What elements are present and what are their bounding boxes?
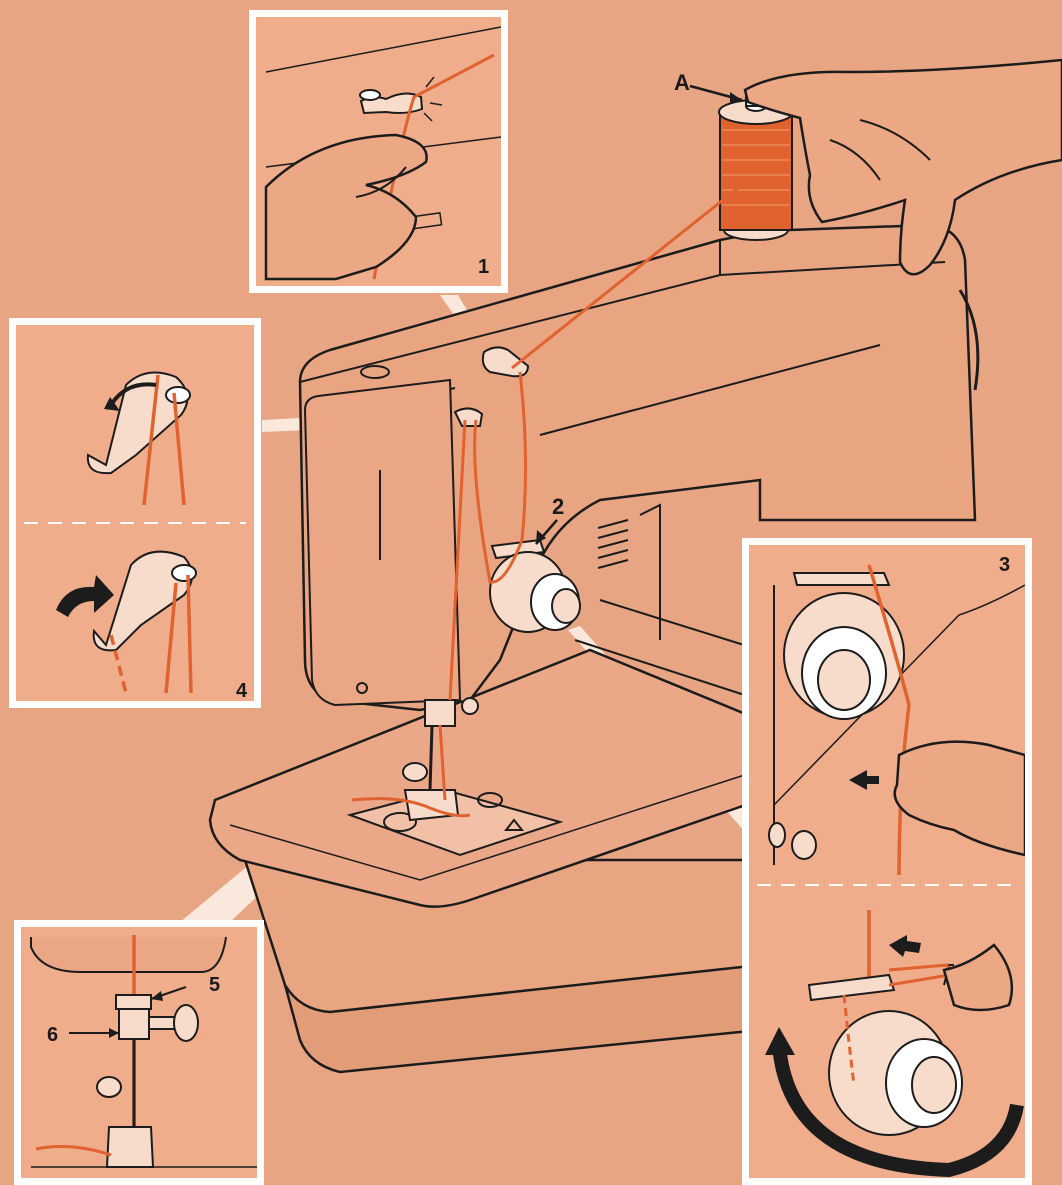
label-step-5: 5 [209, 975, 220, 995]
inset-step-5-6: 5 6 [14, 920, 264, 1185]
label-step-4: 4 [236, 681, 247, 701]
label-step-6: 6 [47, 1025, 58, 1045]
needle-clamp [425, 700, 455, 726]
pointer-arrow-icon [889, 935, 921, 957]
label-spool-a: A [674, 72, 690, 94]
hand-step-1 [266, 135, 427, 279]
presser-foot-detail [107, 1127, 153, 1167]
tension-guide-bottom [809, 975, 894, 1000]
inset-step-3: 3 [742, 538, 1032, 1185]
pointer-arrow-icon [849, 770, 879, 790]
curved-arrow-icon [56, 575, 114, 617]
hand-step-3 [895, 742, 1025, 855]
vents [598, 520, 628, 568]
hand-pulling [944, 945, 1012, 1010]
label-step-1: 1 [478, 257, 489, 277]
needle-clamp-detail [119, 1009, 149, 1039]
inset-step-4: 4 [9, 318, 261, 708]
inset-step-1: 1 [249, 10, 508, 293]
label-step-3: 3 [999, 555, 1010, 575]
machine-head-panel [305, 380, 460, 705]
label-step-2: 2 [552, 496, 564, 518]
